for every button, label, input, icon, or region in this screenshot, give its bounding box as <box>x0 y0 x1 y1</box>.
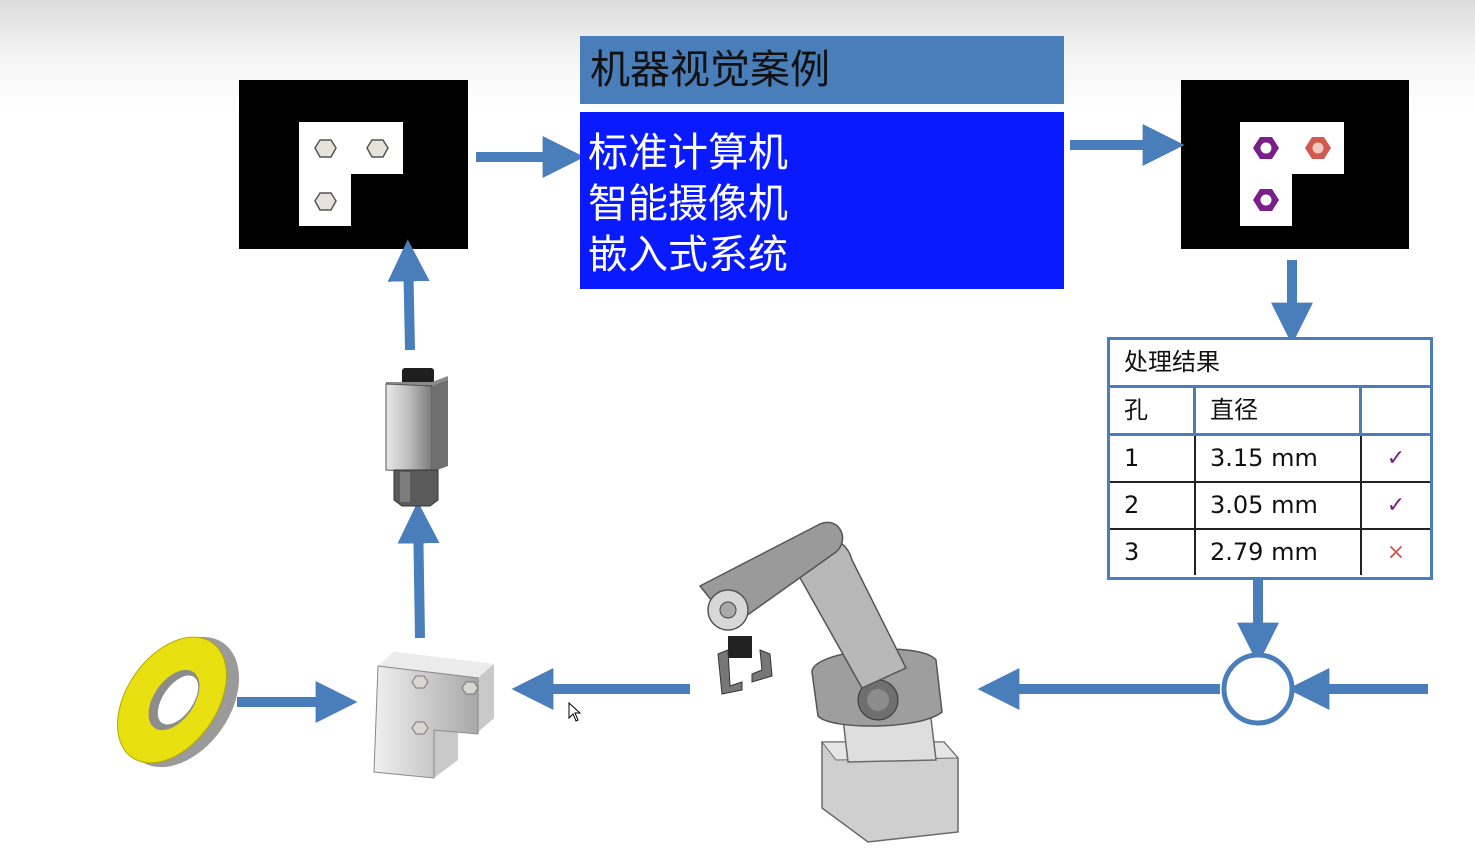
cell-diameter: 2.79 mm <box>1196 530 1362 575</box>
flow-arrows <box>237 124 1428 723</box>
result-table: 处理结果 孔 直径 1 3.15 mm ✓ 2 3.05 mm ✓ 3 2.79… <box>1107 337 1433 580</box>
hole-marker <box>314 192 337 211</box>
cell-hole-id: 1 <box>1110 436 1196 481</box>
cell-hole-id: 2 <box>1110 483 1196 528</box>
check-icon: ✓ <box>1386 493 1406 518</box>
washer-icon <box>116 636 240 768</box>
platform-item: 标准计算机 <box>588 130 788 176</box>
header-hole: 孔 <box>1110 388 1196 433</box>
junction-circle <box>1221 652 1295 726</box>
table-row: 1 3.15 mm ✓ <box>1110 436 1430 483</box>
hole-marker <box>314 139 337 158</box>
page-title: 机器视觉案例 <box>580 36 1064 104</box>
arrow-camera-to-image <box>387 239 430 351</box>
platform-item: 嵌入式系统 <box>588 232 788 278</box>
cross-icon: × <box>1386 540 1406 565</box>
hole-marker <box>366 139 389 158</box>
arrow-part-to-camera <box>397 501 440 639</box>
header-status <box>1362 388 1430 433</box>
camera-icon <box>385 368 448 507</box>
table-header-row: 孔 直径 <box>1110 388 1430 436</box>
input-image <box>239 80 468 249</box>
cell-hole-id: 3 <box>1110 530 1196 575</box>
table-row: 3 2.79 mm × <box>1110 530 1430 575</box>
table-row: 2 3.05 mm ✓ <box>1110 483 1430 530</box>
cell-diameter: 3.05 mm <box>1196 483 1362 528</box>
platform-item: 智能摄像机 <box>588 181 788 227</box>
mouse-cursor-icon <box>568 702 582 722</box>
processed-image <box>1181 80 1409 249</box>
table-caption: 处理结果 <box>1110 340 1430 388</box>
check-icon: ✓ <box>1386 446 1406 471</box>
platform-list: 标准计算机 智能摄像机 嵌入式系统 <box>580 112 1064 289</box>
robot-arm-icon <box>698 521 960 843</box>
header-diameter: 直径 <box>1196 388 1362 433</box>
cell-diameter: 3.15 mm <box>1196 436 1362 481</box>
workpiece-icon <box>373 652 494 779</box>
